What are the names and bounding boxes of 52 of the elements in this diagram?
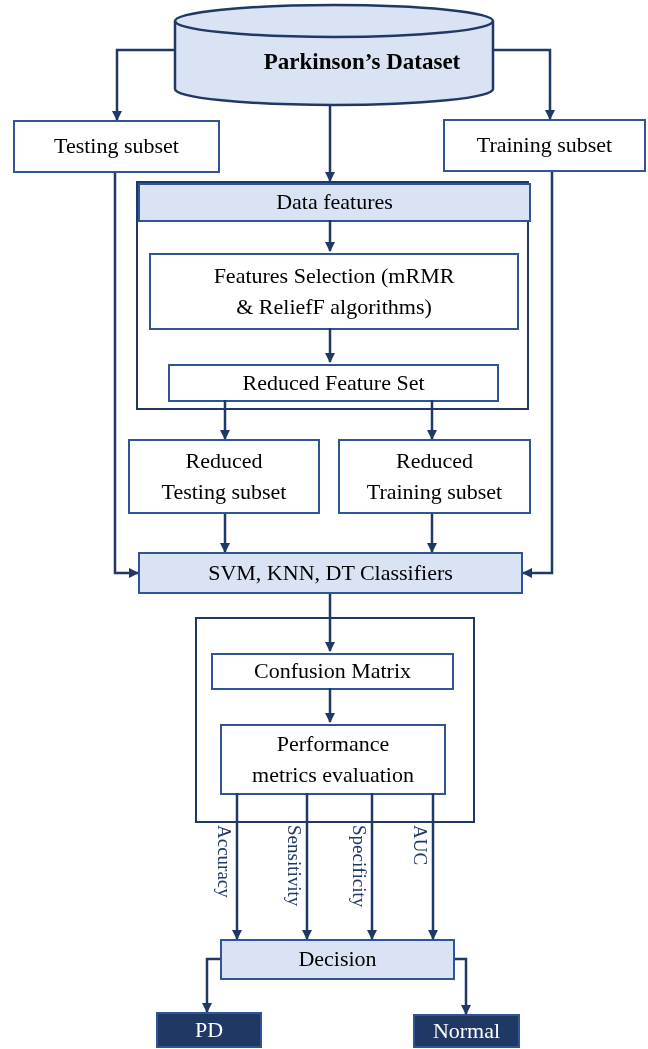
arrow: [427, 514, 437, 553]
arrow: [325, 220, 335, 252]
process-box: [211, 653, 454, 690]
arrow: [494, 48, 555, 120]
node-text: Confusion Matrix: [252, 657, 413, 686]
result-box: [156, 1012, 262, 1048]
node-text: Reduced Feature Set: [241, 368, 426, 397]
edge-label: Sensitivity: [285, 825, 304, 907]
node-text: Parkinson’s Dataset: [262, 47, 461, 76]
edge-label: Specificity: [350, 825, 369, 908]
arrow: [113, 173, 139, 578]
node-text: Data features: [275, 188, 394, 217]
arrow: [232, 793, 242, 940]
arrow: [428, 793, 438, 940]
node-text: Reduced Testing subset: [160, 446, 288, 506]
edge-label: AUC: [411, 825, 430, 866]
node-text: SVM, KNN, DT Classifiers: [207, 558, 454, 587]
process-box: [220, 724, 446, 795]
process-box: [443, 119, 646, 172]
node-text: Decision: [297, 945, 378, 974]
process-box: [168, 364, 499, 402]
node-text: Testing subset: [53, 132, 180, 161]
edge-label: Accuracy: [215, 825, 234, 898]
process-box: [128, 439, 320, 514]
node-text: Normal: [431, 1016, 502, 1045]
process-box: [220, 939, 455, 980]
arrow: [325, 328, 335, 363]
arrow: [202, 957, 220, 1013]
process-box: [338, 439, 531, 514]
process-box: [138, 183, 531, 222]
node-text: PD: [193, 1015, 225, 1044]
group-frame: [195, 617, 475, 823]
arrow: [220, 514, 230, 553]
arrow: [427, 400, 437, 440]
arrow: [302, 793, 312, 940]
arrow: [325, 688, 335, 723]
arrow: [325, 594, 335, 652]
process-box: [149, 253, 519, 330]
node-text: Features Selection (mRMR & ReliefF algorithms): [212, 261, 456, 321]
process-box: [138, 552, 523, 594]
arrow: [455, 957, 471, 1015]
process-box: [13, 120, 220, 173]
node-text: Performance metrics evaluation: [251, 729, 415, 789]
result-box: [413, 1014, 520, 1048]
arrow: [325, 105, 335, 182]
arrow: [367, 793, 377, 940]
arrow: [112, 48, 174, 121]
node-text: Reduced Training subset: [365, 446, 504, 506]
group-frame: [136, 181, 529, 410]
arrow: [220, 400, 230, 440]
node-text: Training subset: [475, 131, 614, 160]
arrow: [522, 172, 554, 578]
